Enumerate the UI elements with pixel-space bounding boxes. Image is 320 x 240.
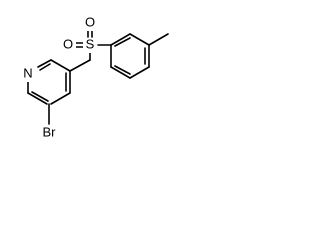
bond-c3-c4 bbox=[50, 92, 71, 105]
bond-c5-c6 bbox=[50, 59, 71, 72]
bond-a2-a3 bbox=[129, 33, 150, 46]
bond-ring-methyl bbox=[148, 33, 169, 46]
pyridine-ring bbox=[27, 59, 71, 125]
chemical-structure-diagram: N Br S O O bbox=[20, 14, 169, 140]
bond-a4-a5 bbox=[129, 66, 150, 79]
nitrogen-label: N bbox=[23, 65, 32, 80]
sulfur-label: S bbox=[86, 36, 95, 51]
atom-labels: N Br S O O bbox=[20, 14, 98, 140]
bond-a1-a2-inner bbox=[114, 37, 131, 47]
bond-c2-c3 bbox=[27, 92, 48, 105]
bromine-label: Br bbox=[43, 124, 57, 139]
bond-c6-n-inner bbox=[39, 63, 51, 71]
tolyl-ring bbox=[110, 33, 169, 79]
bond-a5-a6 bbox=[110, 66, 131, 79]
oxygen-top-label: O bbox=[85, 14, 95, 29]
bond-c2-c3-inner bbox=[31, 91, 49, 102]
bond-ring-ch2 bbox=[69, 59, 91, 72]
structure-canvas: N Br S O O bbox=[0, 0, 214, 160]
bond-a5-a6-inner bbox=[114, 65, 131, 75]
oxygen-left-label: O bbox=[63, 36, 73, 51]
methylene-linker bbox=[69, 51, 91, 72]
bond-a1-a2 bbox=[110, 33, 131, 46]
bond-c6-n bbox=[37, 59, 52, 68]
